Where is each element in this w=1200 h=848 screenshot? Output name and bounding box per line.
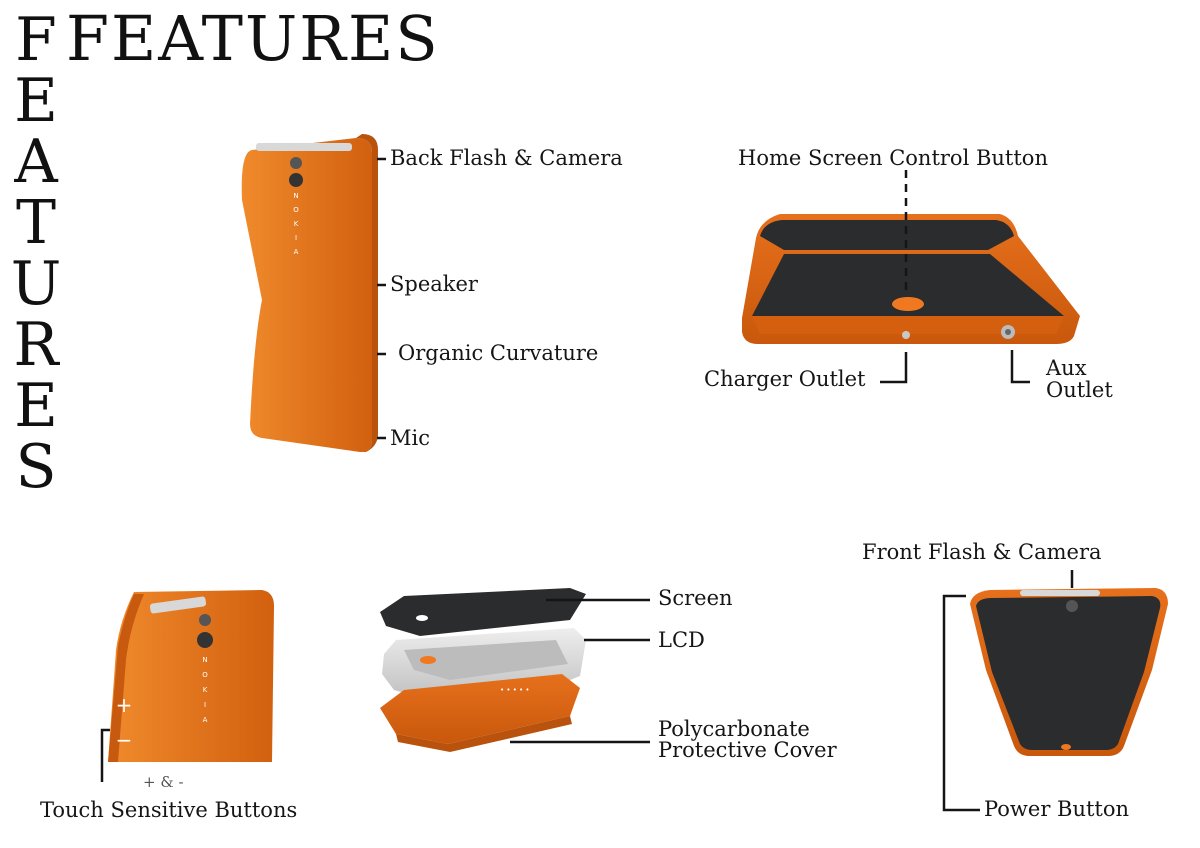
title-letter: S — [15, 432, 57, 502]
label-front-flash: Front Flash & Camera — [862, 540, 1102, 564]
label-poly-line1: Polycarbonate — [658, 717, 810, 741]
svg-text:I: I — [295, 234, 297, 242]
title-letter: T — [15, 188, 57, 258]
label-lcd: LCD — [658, 628, 705, 652]
label-charger-outlet: Charger Outlet — [704, 367, 866, 391]
title-letter: F — [15, 5, 57, 75]
label-back-flash: Back Flash & Camera — [390, 146, 623, 170]
phone-top-view — [742, 214, 1080, 344]
label-speaker: Speaker — [390, 272, 478, 296]
label-plus-minus: + & - — [143, 773, 184, 791]
title-letter: A — [14, 127, 58, 197]
title-vertical: F E A T U R E S — [8, 10, 64, 498]
title-horizontal: FEATURES — [66, 2, 440, 75]
svg-text:K: K — [203, 686, 208, 694]
label-organic-curvature: Organic Curvature — [398, 341, 599, 365]
label-home-button: Home Screen Control Button — [738, 146, 1048, 170]
label-screen: Screen — [658, 586, 733, 610]
label-aux-line1: Aux — [1046, 356, 1087, 380]
label-power-button: Power Button — [984, 797, 1130, 821]
title-letter: E — [14, 66, 58, 136]
label-touch-buttons: Touch Sensitive Buttons — [40, 798, 298, 822]
svg-text:K: K — [294, 220, 299, 228]
label-aux-line2: Outlet — [1046, 378, 1113, 402]
svg-text:N: N — [293, 192, 298, 200]
svg-text:A: A — [203, 716, 208, 724]
title-letter: E — [14, 371, 58, 441]
label-mic: Mic — [390, 426, 430, 450]
svg-text:N: N — [202, 656, 207, 664]
phone-front-view — [970, 588, 1168, 756]
svg-text:I: I — [204, 701, 206, 709]
svg-text:O: O — [293, 206, 299, 214]
label-poly-line2: Protective Cover — [658, 738, 837, 762]
title-letter: U — [10, 249, 62, 319]
phone-exploded-view: • • • • • — [380, 588, 586, 752]
svg-text:−: − — [116, 728, 133, 752]
title-letter: R — [13, 310, 59, 380]
svg-text:A: A — [294, 248, 299, 256]
svg-text:+: + — [116, 693, 133, 717]
svg-text:• • • • •: • • • • • — [500, 686, 530, 694]
svg-text:O: O — [202, 671, 208, 679]
